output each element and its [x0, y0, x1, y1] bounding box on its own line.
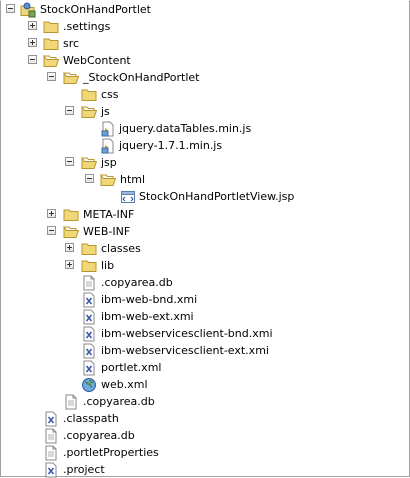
- tree-item-view-jsp[interactable]: StockOnHandPortletView.jsp: [1, 188, 409, 205]
- js-file-icon: [100, 121, 116, 137]
- tree-item-src-folder[interactable]: src: [1, 35, 409, 52]
- text-file-icon: [81, 275, 97, 291]
- xmi-file-icon: [81, 309, 97, 325]
- tree-item-label: css: [101, 88, 119, 101]
- expand-toggle[interactable]: [65, 243, 74, 252]
- web-project-icon: [20, 2, 36, 18]
- xml-file-icon: [43, 462, 59, 478]
- tree-item-ws-client-bnd-xmi[interactable]: ibm-webservicesclient-bnd.xmi: [1, 325, 409, 342]
- tree-item-project[interactable]: StockOnHandPortlet: [1, 1, 409, 18]
- expand-toggle[interactable]: [28, 38, 37, 47]
- tree-item-label: lib: [101, 259, 115, 272]
- tree-item-label: jsp: [101, 156, 117, 169]
- expand-toggle[interactable]: [65, 260, 74, 269]
- tree-item-copyarea-db[interactable]: .copyarea.db: [1, 274, 409, 291]
- tree-item-label: WebContent: [63, 54, 131, 67]
- tree-item-label: StockOnHandPortletView.jsp: [139, 190, 295, 203]
- open-folder-icon: [63, 70, 79, 86]
- tree-item-portlet-properties[interactable]: .portletProperties: [1, 444, 409, 461]
- collapse-toggle[interactable]: [47, 72, 56, 81]
- tree-item-label: WEB-INF: [83, 225, 131, 238]
- tree-item-label: html: [120, 173, 146, 186]
- collapse-toggle[interactable]: [65, 106, 74, 115]
- tree-item-ws-client-ext-xmi[interactable]: ibm-webservicesclient-ext.xmi: [1, 342, 409, 359]
- xml-file-icon: [81, 360, 97, 376]
- folder-icon: [81, 87, 97, 103]
- tree-item-js-folder[interactable]: js: [1, 103, 409, 120]
- tree-item-classpath[interactable]: .classpath: [1, 410, 409, 427]
- tree-item-label: jquery-1.7.1.min.js: [119, 139, 223, 152]
- folder-icon: [43, 19, 59, 35]
- tree-item-html-folder[interactable]: html: [1, 171, 409, 188]
- tree-item-copyarea-db[interactable]: .copyarea.db: [1, 393, 409, 410]
- tree-item-datatables-js[interactable]: jquery.dataTables.min.js: [1, 120, 409, 137]
- xmi-file-icon: [81, 292, 97, 308]
- tree-item-lib-folder[interactable]: lib: [1, 257, 409, 274]
- tree-item-label: .copyarea.db: [63, 429, 135, 442]
- tree-item-label: src: [63, 37, 80, 50]
- globe-icon: [81, 377, 97, 393]
- folder-icon: [81, 258, 97, 274]
- jsp-file-icon: [120, 189, 136, 205]
- tree-item-web-xml[interactable]: web.xml: [1, 376, 409, 393]
- tree-item-label: js: [101, 105, 110, 118]
- tree-item-copyarea-db[interactable]: .copyarea.db: [1, 427, 409, 444]
- folder-icon: [43, 36, 59, 52]
- tree-item-label: .settings: [63, 20, 111, 33]
- folder-icon: [63, 207, 79, 223]
- tree-item-label: ibm-webservicesclient-bnd.xmi: [101, 327, 273, 340]
- open-folder-icon: [43, 53, 59, 69]
- tree-item-webcontent-folder[interactable]: WebContent: [1, 52, 409, 69]
- tree-item-label: ibm-web-bnd.xmi: [101, 293, 198, 306]
- tree-item-meta-inf-folder[interactable]: META-INF: [1, 206, 409, 223]
- tree-item-portlet-folder[interactable]: _StockOnHandPortlet: [1, 69, 409, 86]
- tree-item-web-inf-folder[interactable]: WEB-INF: [1, 223, 409, 240]
- collapse-toggle[interactable]: [65, 157, 74, 166]
- tree-item-project-file[interactable]: .project: [1, 461, 409, 478]
- tree-item-label: jquery.dataTables.min.js: [119, 122, 252, 135]
- collapse-toggle[interactable]: [85, 174, 94, 183]
- tree-item-settings-folder[interactable]: .settings: [1, 18, 409, 35]
- tree-item-classes-folder[interactable]: classes: [1, 240, 409, 257]
- js-file-icon: [100, 138, 116, 154]
- expand-toggle[interactable]: [28, 21, 37, 30]
- tree-item-label: ibm-web-ext.xmi: [101, 310, 194, 323]
- folder-icon: [81, 241, 97, 257]
- tree-item-web-ext-xmi[interactable]: ibm-web-ext.xmi: [1, 308, 409, 325]
- xml-file-icon: [43, 411, 59, 427]
- text-file-icon: [63, 394, 79, 410]
- text-file-icon: [43, 445, 59, 461]
- open-folder-icon: [63, 224, 79, 240]
- tree-item-label: .portletProperties: [63, 446, 159, 459]
- tree-item-label: META-INF: [83, 208, 135, 221]
- tree-item-label: classes: [101, 242, 141, 255]
- tree-item-label: .copyarea.db: [83, 395, 155, 408]
- tree-item-label: .project: [63, 463, 105, 476]
- tree-item-label: portlet.xml: [101, 361, 162, 374]
- text-file-icon: [43, 428, 59, 444]
- xmi-file-icon: [81, 326, 97, 342]
- tree-item-label: .copyarea.db: [101, 276, 173, 289]
- collapse-toggle[interactable]: [47, 226, 56, 235]
- tree-item-web-bnd-xmi[interactable]: ibm-web-bnd.xmi: [1, 291, 409, 308]
- tree-item-label: _StockOnHandPortlet: [83, 71, 200, 84]
- tree-item-label: StockOnHandPortlet: [40, 3, 151, 16]
- tree-item-label: .classpath: [63, 412, 119, 425]
- tree-item-jquery-js[interactable]: jquery-1.7.1.min.js: [1, 137, 409, 154]
- tree-item-label: ibm-webservicesclient-ext.xmi: [101, 344, 269, 357]
- open-folder-icon: [81, 155, 97, 171]
- tree-item-css-folder[interactable]: css: [1, 86, 409, 103]
- tree-item-portlet-xml[interactable]: portlet.xml: [1, 359, 409, 376]
- collapse-toggle[interactable]: [28, 55, 37, 64]
- open-folder-icon: [100, 172, 116, 188]
- open-folder-icon: [81, 104, 97, 120]
- collapse-toggle[interactable]: [6, 4, 15, 13]
- tree-item-label: web.xml: [101, 378, 148, 391]
- expand-toggle[interactable]: [47, 209, 56, 218]
- xmi-file-icon: [81, 343, 97, 359]
- tree-item-jsp-folder[interactable]: jsp: [1, 154, 409, 171]
